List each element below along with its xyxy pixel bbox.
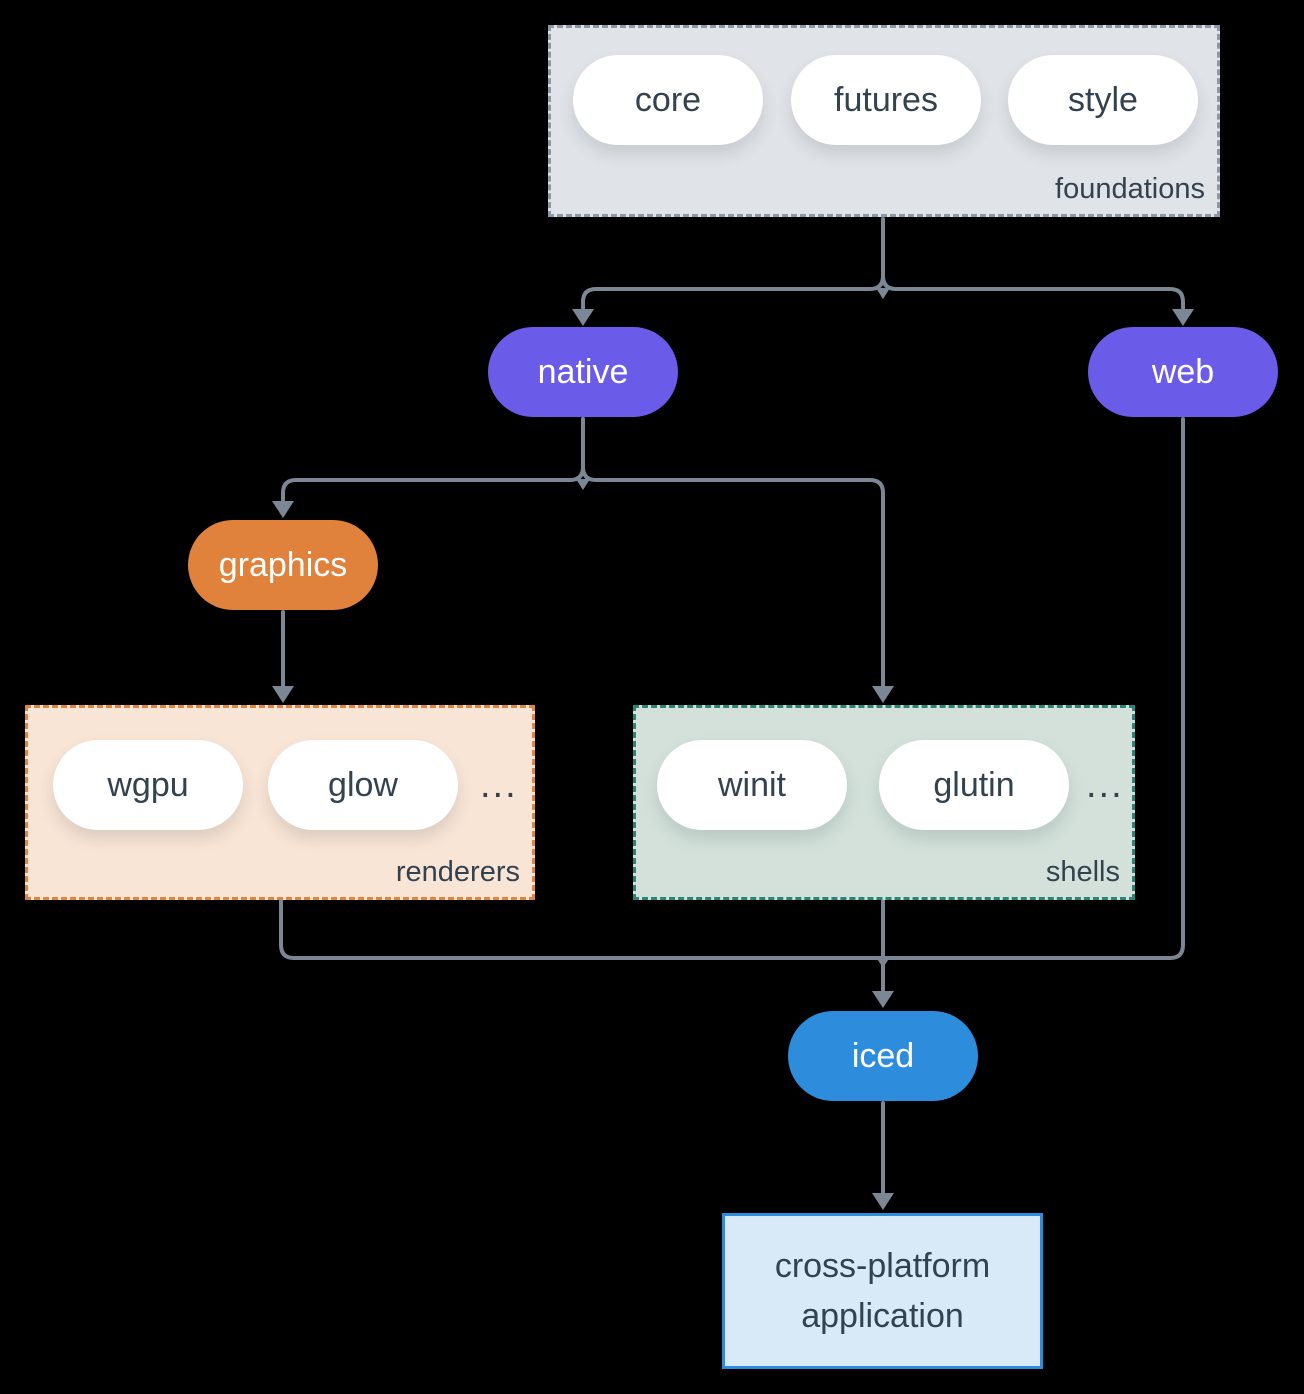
arrowhead-renderers: [272, 686, 294, 703]
edge-foundations-to-native: [581, 217, 885, 310]
application-label-line1: cross-platform: [774, 1247, 991, 1285]
arrowhead-native: [572, 309, 594, 326]
shells-group: winit glutin ... shells: [633, 705, 1135, 900]
node-winit: winit: [657, 740, 847, 830]
edge-native-to-shells: [581, 417, 885, 687]
arrowhead-web: [1172, 309, 1194, 326]
junction-flare-merge: [876, 957, 890, 968]
renderers-group: wgpu glow ... renderers: [25, 705, 535, 900]
node-style: style: [1008, 55, 1198, 145]
node-web: web: [1088, 327, 1278, 417]
renderers-label: renderers: [395, 856, 520, 888]
edge-native-to-graphics: [281, 417, 585, 502]
shells-ellipsis: ...: [1086, 763, 1124, 806]
node-native: native: [488, 327, 678, 417]
shells-label: shells: [1045, 856, 1120, 888]
node-cross-platform-application: cross-platform application: [722, 1213, 1043, 1369]
edge-web-to-iced: [881, 417, 1185, 960]
foundations-group: core futures style foundations: [548, 25, 1220, 217]
foundations-label: foundations: [1055, 173, 1205, 205]
renderers-ellipsis: ...: [480, 763, 518, 806]
node-glutin: glutin: [879, 740, 1069, 830]
arrowhead-graphics: [272, 501, 294, 518]
node-iced: iced: [788, 1011, 978, 1101]
arrowhead-shells: [872, 686, 894, 703]
edge-foundations-to-web: [881, 217, 1185, 310]
node-glow: glow: [268, 740, 458, 830]
node-graphics: graphics: [188, 520, 378, 610]
node-futures: futures: [791, 55, 981, 145]
application-label-line2: application: [801, 1297, 964, 1335]
node-core: core: [573, 55, 763, 145]
junction-flare-native: [576, 479, 590, 490]
node-wgpu: wgpu: [53, 740, 243, 830]
arrowhead-application: [872, 1193, 894, 1210]
edge-renderers-to-iced: [279, 899, 885, 960]
arrowhead-iced: [872, 991, 894, 1008]
junction-flare-foundations: [876, 288, 890, 299]
